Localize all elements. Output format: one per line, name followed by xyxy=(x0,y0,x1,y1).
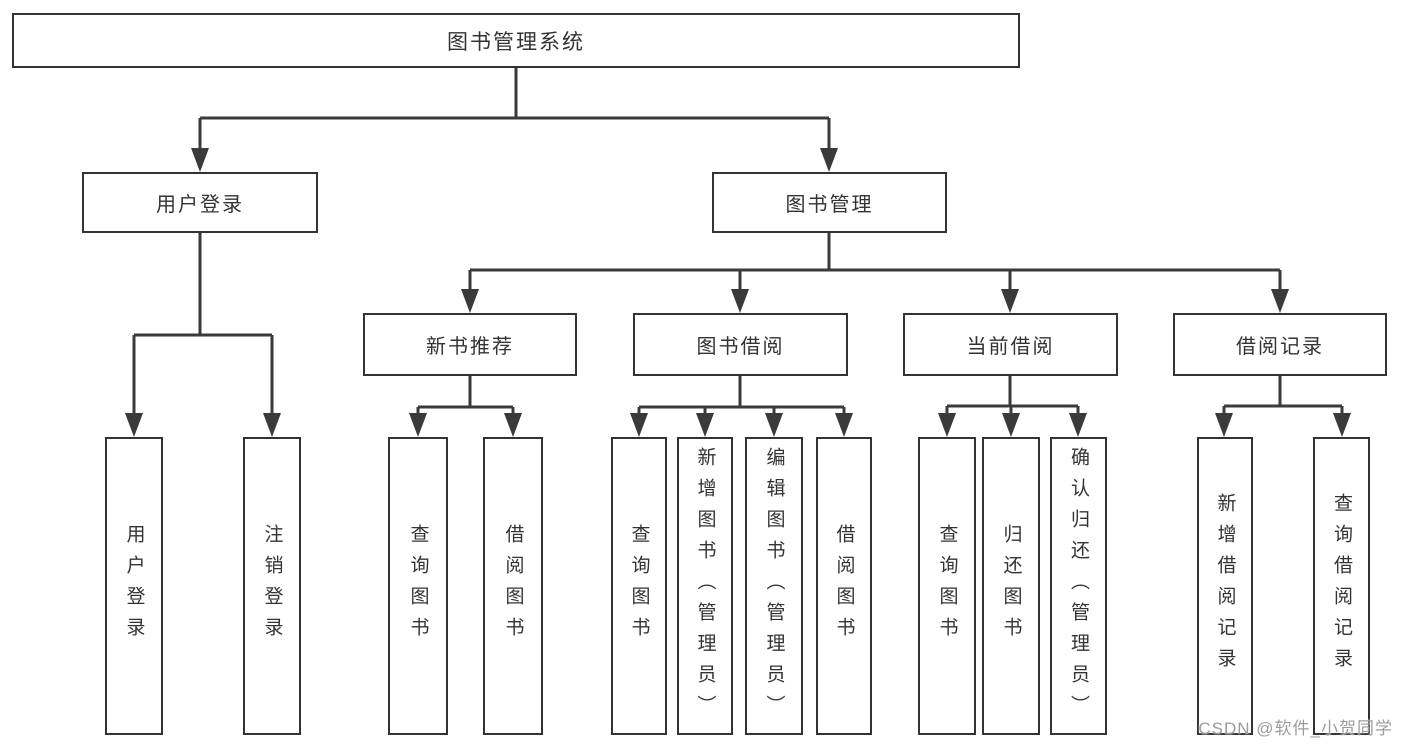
node-label: 注销登录 xyxy=(261,524,283,648)
arrowhead xyxy=(820,148,838,172)
arrowhead xyxy=(1001,289,1019,313)
arrowhead xyxy=(630,413,648,437)
connector-lines xyxy=(132,68,1344,415)
arrowhead xyxy=(835,413,853,437)
arrowhead xyxy=(1271,289,1289,313)
node-label: 查询图书 xyxy=(936,524,958,648)
arrowhead xyxy=(731,289,749,313)
node-user-login: 用户登录 xyxy=(82,172,318,233)
arrowhead xyxy=(1333,413,1351,437)
node-label: 新增借阅记录 xyxy=(1214,493,1236,679)
leaf-query-books: 查询图书 xyxy=(918,437,976,735)
leaf-borrow-books: 借阅图书 xyxy=(816,437,872,735)
node-book-borrowing: 图书借阅 xyxy=(633,313,848,376)
leaf-return-books: 归还图书 xyxy=(982,437,1040,735)
node-root-library-system: 图书管理系统 xyxy=(12,13,1020,68)
leaf-user-login: 用户登录 xyxy=(105,437,163,735)
arrowhead xyxy=(504,413,522,437)
arrowhead xyxy=(263,413,281,437)
node-label: 图书管理 xyxy=(785,194,874,216)
node-label: 用户登录 xyxy=(123,524,145,648)
node-label: 借阅图书 xyxy=(502,524,524,648)
leaf-edit-books-admin: 编辑图书（管理员） xyxy=(745,437,803,735)
leaf-confirm-return-admin: 确认归还（管理员） xyxy=(1050,437,1107,735)
node-book-management: 图书管理 xyxy=(712,172,947,233)
node-label: 当前借阅 xyxy=(966,336,1055,358)
arrowhead xyxy=(125,413,143,437)
node-borrow-records: 借阅记录 xyxy=(1173,313,1387,376)
arrowhead xyxy=(409,413,427,437)
arrowhead xyxy=(938,413,956,437)
arrowhead xyxy=(765,413,783,437)
node-label: 查询图书 xyxy=(628,524,650,648)
arrowhead xyxy=(1215,413,1233,437)
leaf-borrow-books: 借阅图书 xyxy=(483,437,543,735)
arrowhead xyxy=(461,289,479,313)
leaf-query-books: 查询图书 xyxy=(611,437,667,735)
leaf-add-borrow-record: 新增借阅记录 xyxy=(1197,437,1253,735)
node-label: 查询借阅记录 xyxy=(1331,493,1352,679)
arrowhead xyxy=(696,413,714,437)
leaf-query-borrow-record: 查询借阅记录 xyxy=(1313,437,1370,735)
node-label: 图书借阅 xyxy=(696,336,785,358)
arrowheads xyxy=(125,148,1351,437)
node-label: 用户登录 xyxy=(156,194,244,216)
leaf-add-books-admin: 新增图书（管理员） xyxy=(677,437,733,735)
node-label: 图书管理系统 xyxy=(447,30,585,54)
node-label: 借阅图书 xyxy=(833,524,855,648)
node-label: 编辑图书（管理员） xyxy=(763,446,785,726)
node-label: 查询图书 xyxy=(407,524,429,648)
leaf-query-books: 查询图书 xyxy=(388,437,448,735)
arrowhead xyxy=(191,148,209,172)
node-label: 归还图书 xyxy=(1000,524,1022,648)
node-label: 确认归还（管理员） xyxy=(1068,446,1089,726)
node-label: 借阅记录 xyxy=(1236,336,1324,358)
csdn-watermark: CSDN @软件_小贺同学 xyxy=(1198,719,1393,738)
node-label: 新书推荐 xyxy=(426,336,514,358)
arrowhead xyxy=(1069,413,1087,437)
node-current-borrowing: 当前借阅 xyxy=(903,313,1118,376)
arrowhead xyxy=(1002,413,1020,437)
leaf-logout: 注销登录 xyxy=(243,437,301,735)
node-new-book-recommend: 新书推荐 xyxy=(363,313,577,376)
node-label: 新增图书（管理员） xyxy=(694,446,716,726)
